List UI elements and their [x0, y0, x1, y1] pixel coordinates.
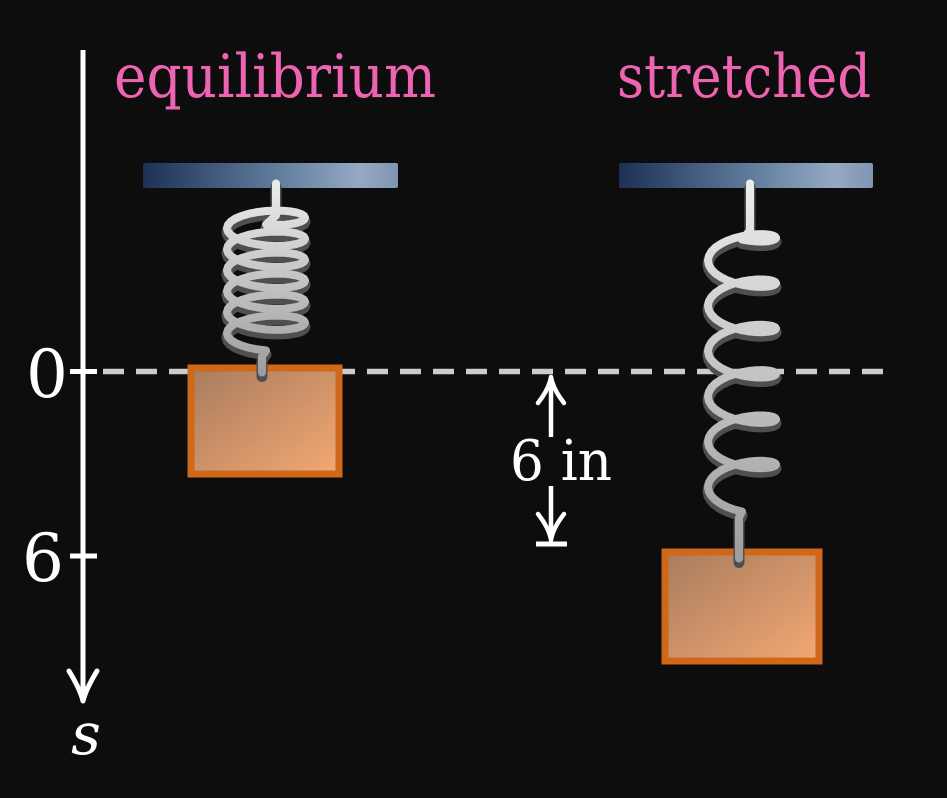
- axis-tick-label-0: 0: [26, 336, 68, 413]
- stretched-system: [619, 163, 873, 665]
- label-equilibrium: equilibrium: [114, 42, 436, 112]
- axis-label-s: s: [71, 700, 101, 768]
- axis-tick-label-6: 6: [22, 520, 64, 597]
- equilibrium-system: [143, 163, 398, 478]
- spring-equilibrium-wire: [223, 179, 309, 377]
- dimension-label: 6 in: [510, 429, 612, 494]
- axis-arrowhead-down-icon: [66, 668, 100, 704]
- mass-box-equilibrium: [187, 364, 343, 478]
- spring-stretched: [702, 179, 782, 568]
- ceiling-bar-stretched: [619, 163, 873, 188]
- spring-equilibrium: [221, 179, 311, 382]
- spring-stretched-wire: [704, 179, 780, 563]
- mass-box-stretched: [661, 548, 823, 665]
- s-axis: 0 6 s: [22, 50, 101, 768]
- dimension-arrowhead-up-icon: [535, 374, 567, 406]
- label-stretched: stretched: [617, 42, 871, 112]
- ceiling-bar-equilibrium: [143, 163, 398, 188]
- dimension-arrowhead-down-icon: [535, 511, 567, 543]
- dimension-annotation: 6 in: [510, 374, 612, 547]
